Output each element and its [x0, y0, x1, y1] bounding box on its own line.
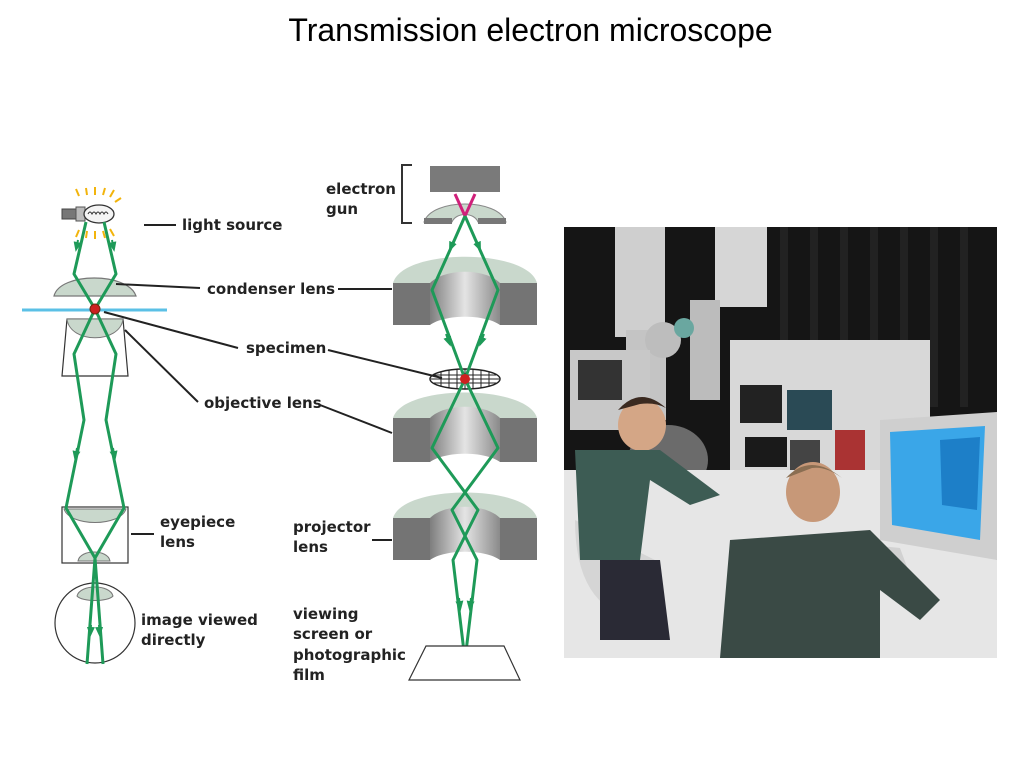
specimen-dot — [89, 303, 101, 315]
light-source-label: light source — [182, 216, 283, 234]
lab-photo — [564, 227, 997, 658]
image-viewed-label-1: image viewed — [141, 611, 258, 629]
image-viewed-label-2: directly — [141, 631, 206, 649]
eye-shape — [54, 582, 136, 664]
projector-magnetic-lens — [393, 492, 537, 560]
specimen-label: specimen — [246, 339, 327, 357]
electron-gun-bracket — [401, 164, 412, 224]
condenser-lens-shape — [53, 277, 137, 297]
objective-lens-label: objective lens — [204, 394, 322, 412]
projector-lens-label-1: projector — [293, 518, 371, 536]
leader-lines — [103, 224, 443, 541]
eyepiece-lens-label-2: lens — [160, 533, 195, 551]
electron-gun-label-1: electron — [326, 180, 396, 198]
slide-title: Transmission electron microscope — [288, 12, 773, 48]
eyepiece-lens-label-1: eyepiece — [160, 513, 236, 531]
light-microscope — [22, 187, 167, 665]
electron-gun-label-2: gun — [326, 200, 359, 218]
electron-gun-cathode — [430, 166, 500, 192]
light-bulb-icon — [61, 187, 122, 239]
condenser-lens-label: condenser lens — [207, 280, 336, 298]
viewing-screen-label-4: film — [293, 666, 325, 684]
viewing-screen-label-3: photographic — [293, 646, 406, 664]
viewing-screen-label-1: viewing — [293, 605, 359, 623]
projector-lens-label-2: lens — [293, 538, 328, 556]
electron-microscope — [393, 164, 537, 681]
objective-magnetic-lens — [393, 392, 537, 462]
condenser-magnetic-lens — [393, 256, 537, 325]
viewing-screen-shape — [408, 645, 521, 681]
viewing-screen-label-2: screen or — [293, 625, 373, 643]
electron-specimen-dot — [460, 374, 470, 384]
